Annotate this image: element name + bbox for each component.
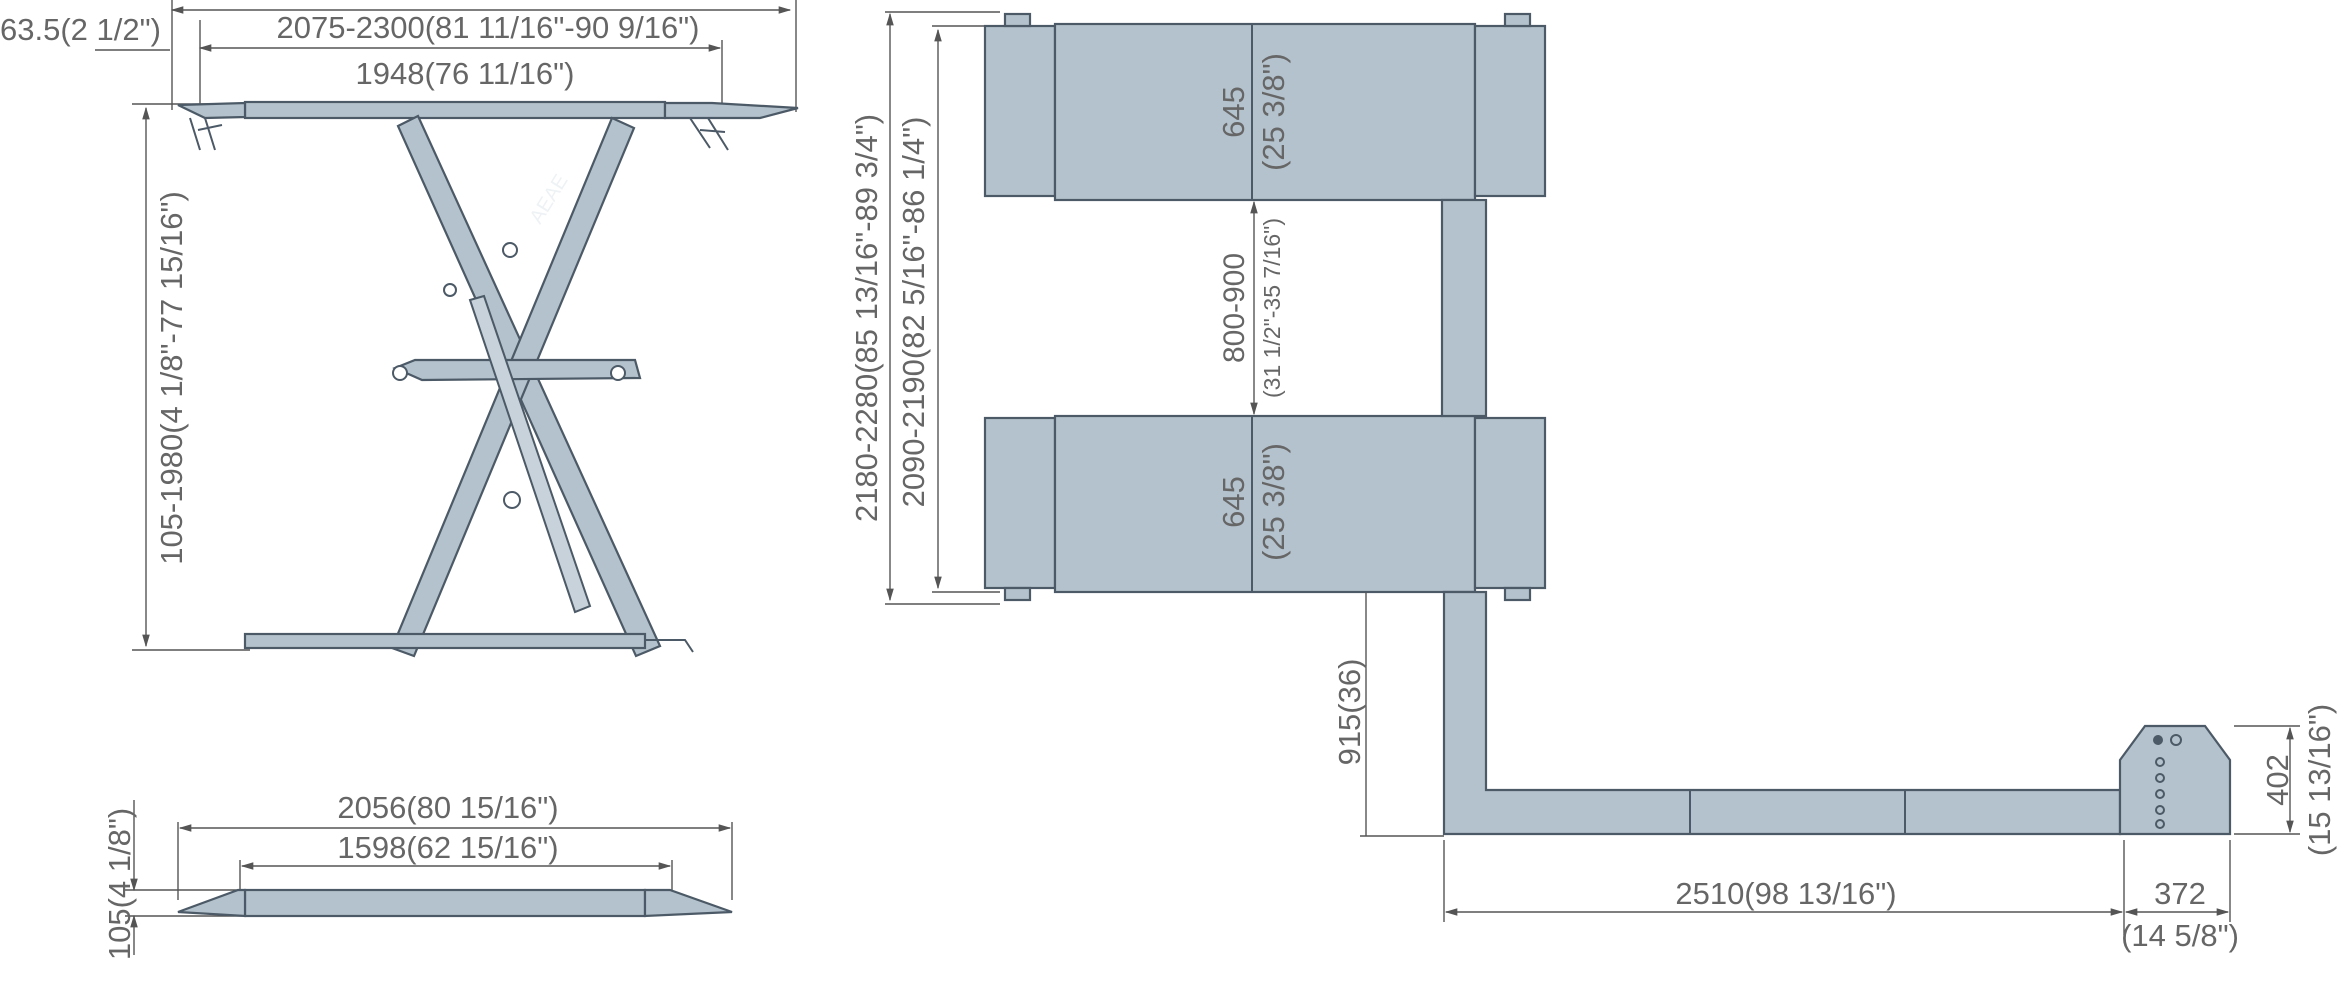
upper-platform-left-end (983, 24, 1057, 198)
upper-platform-right-end (1473, 24, 1547, 198)
right-extension-arm (663, 101, 799, 120)
hose-channel (1442, 590, 2122, 836)
height-range-dimension: 105-1980(4 1/8"-77 15/16") (154, 191, 189, 565)
gap-dimension-mm: 800-900 (1218, 253, 1251, 363)
console-width-mm: 372 (2154, 876, 2206, 911)
lower-platform-left-end (983, 416, 1057, 590)
offset-dimension: 63.5(2 1/2") (0, 12, 161, 47)
lower-platform-width-in: (25 3/8") (1256, 443, 1291, 561)
lower-platform-width-mm: 645 (1216, 476, 1251, 528)
hose-length-dimension: 2510(98 13/16") (1675, 876, 1896, 911)
lowered-right-arm (643, 888, 733, 918)
scissor-arm-a (396, 114, 662, 658)
connecting-beam (1440, 198, 1488, 418)
console-depth-in: (15 13/16") (2302, 704, 2337, 856)
hose-offset-dimension: 915(36) (1332, 659, 1367, 766)
lowered-left-arm (177, 888, 247, 918)
upper-platform (243, 100, 667, 120)
base-frame (243, 632, 647, 650)
control-console (2118, 724, 2232, 836)
inner-width-dimension: 2090-2190(82 5/16"-86 1/4") (896, 117, 931, 508)
hydraulic-cylinder (468, 294, 592, 614)
side-view-lowered: 2056(80 15/16") 1598(62 15/16") 105(4 1/… (102, 790, 733, 960)
lower-platform (1053, 414, 1477, 594)
upper-platform-width-mm: 645 (1216, 86, 1251, 138)
top-view: 2180-2280(85 13/16"-89 3/4") 2090-2190(8… (849, 11, 2337, 953)
lower-platform-right-end (1473, 416, 1547, 590)
outer-width-dimension: 2180-2280(85 13/16"-89 3/4") (849, 114, 884, 522)
upper-platform (1053, 22, 1477, 202)
console-width-in: (14 5/8") (2121, 918, 2239, 953)
platform-length-dimension: 1948(76 11/16") (356, 56, 575, 91)
lower-linkage (392, 358, 642, 382)
lowered-overall-length: 2056(80 15/16") (337, 790, 558, 825)
left-extension-arm (177, 101, 247, 120)
overall-length-dimension: 2075-2300(81 11/16"-90 9/16") (276, 10, 699, 45)
lowered-platform (243, 888, 647, 918)
gap-dimension-in: (31 1/2"-35 7/16") (1259, 218, 1285, 398)
upper-platform-width-in: (25 3/8") (1256, 53, 1291, 171)
lowered-platform-length: 1598(62 15/16") (337, 830, 558, 865)
side-view-raised: 63.5(2 1/2") 2075-2300(81 11/16"-90 9/16… (0, 0, 799, 658)
console-depth-mm: 402 (2260, 754, 2295, 806)
lowered-min-height: 105(4 1/8") (102, 808, 137, 960)
brand-label: AEAE (526, 171, 573, 228)
